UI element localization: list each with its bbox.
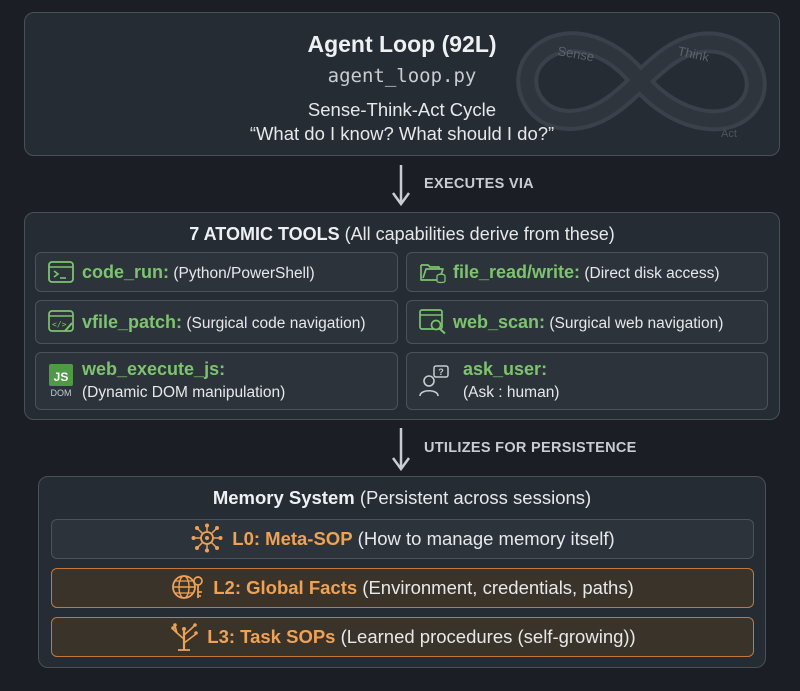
tool-name: vfile_patch: (82, 312, 183, 332)
tool-name: web_execute_js: (82, 359, 226, 379)
utilizes-for-persistence-label: UTILIZES FOR PERSISTENCE (424, 440, 637, 456)
js-icon-text: JS (54, 370, 69, 384)
tool-code-run: code_run: (Python/PowerShell) (35, 252, 398, 292)
tool-description: (Ask : human) (463, 384, 560, 401)
loop-label-think: Think (676, 43, 711, 64)
down-arrow-icon (391, 428, 411, 472)
svg-text:?: ? (438, 367, 444, 377)
memory-level-name: L0: Meta-SOP (232, 528, 353, 549)
atomic-tools-heading: 7 ATOMIC TOOLS (All capabilities derive … (25, 224, 779, 245)
memory-level-name: L2: Global Facts (213, 577, 358, 598)
user-question-icon: ? (419, 365, 449, 397)
tool-description: (Direct disk access) (580, 265, 720, 282)
infinity-loop-icon: Sense Think Act (516, 31, 767, 140)
memory-level-name: L3: Task SOPs (207, 626, 336, 647)
tool-file-read-write: file_read/write: (Direct disk access) (406, 252, 768, 292)
executes-via-label: EXECUTES VIA (424, 176, 534, 192)
memory-level-description: (Learned procedures (self-growing)) (335, 626, 636, 647)
memory-system-panel: Memory System (Persistent across session… (38, 476, 766, 668)
memory-level-l2: L2: Global Facts (Environment, credentia… (51, 568, 754, 608)
js-dom-icon: JS DOM (49, 364, 73, 398)
tool-name: ask_user: (463, 359, 548, 379)
tool-description: (Python/PowerShell) (169, 265, 315, 282)
folder-icon (420, 264, 446, 284)
loop-label-sense: Sense (556, 43, 595, 64)
tool-web-scan: web_scan: (Surgical web navigation) (406, 300, 768, 344)
memory-heading-rest: (Persistent across sessions) (354, 487, 592, 508)
globe-key-icon (172, 575, 204, 600)
tool-description: (Surgical code navigation) (182, 315, 366, 332)
memory-level-l3: L3: Task SOPs (Learned procedures (self-… (51, 617, 754, 657)
atomic-tools-panel: 7 ATOMIC TOOLS (All capabilities derive … (24, 212, 780, 420)
loop-label-act: Act (721, 128, 737, 140)
code-window-icon: </> (48, 310, 74, 332)
web-search-icon (419, 309, 446, 335)
tool-description: (Surgical web navigation) (545, 315, 724, 332)
agent-loop-panel: Sense Think Act Agent Loop (92L) agent_l… (24, 12, 780, 156)
tool-name: web_scan: (453, 312, 546, 332)
tool-name: file_read/write: (453, 262, 581, 282)
memory-heading-bold: Memory System (212, 487, 355, 508)
down-arrow-icon (391, 165, 411, 207)
tool-vfile-patch: </> vfile_patch: (Surgical code navigati… (35, 300, 398, 344)
atomic-tools-heading-bold: 7 ATOMIC TOOLS (189, 224, 340, 244)
memory-level-l0: L0: Meta-SOP (How to manage memory itsel… (51, 519, 754, 559)
terminal-icon (48, 261, 74, 283)
memory-level-description: (Environment, credentials, paths) (357, 577, 634, 598)
dom-icon-text: DOM (51, 388, 72, 398)
agent-loop-question: “What do I know? What should I do?” (249, 123, 555, 144)
agent-loop-filename: agent_loop.py (327, 65, 477, 87)
tool-ask-user: ? ask_user: (Ask : human) (406, 352, 768, 410)
agent-loop-title: Agent Loop (92L) (307, 31, 497, 57)
atomic-tools-heading-rest: (All capabilities derive from these) (339, 224, 615, 244)
tool-name: code_run: (82, 262, 170, 282)
tool-web-execute-js: JS DOM web_execute_js: (Dynamic DOM mani… (35, 352, 398, 410)
tree-icon (171, 623, 199, 652)
memory-system-heading: Memory System (Persistent across session… (39, 487, 765, 509)
memory-level-description: (How to manage memory itself) (352, 528, 615, 549)
tool-description: (Dynamic DOM manipulation) (82, 384, 286, 401)
network-gear-icon (191, 523, 223, 553)
agent-loop-cycle: Sense-Think-Act Cycle (307, 99, 497, 120)
svg-text:</>: </> (52, 320, 67, 329)
